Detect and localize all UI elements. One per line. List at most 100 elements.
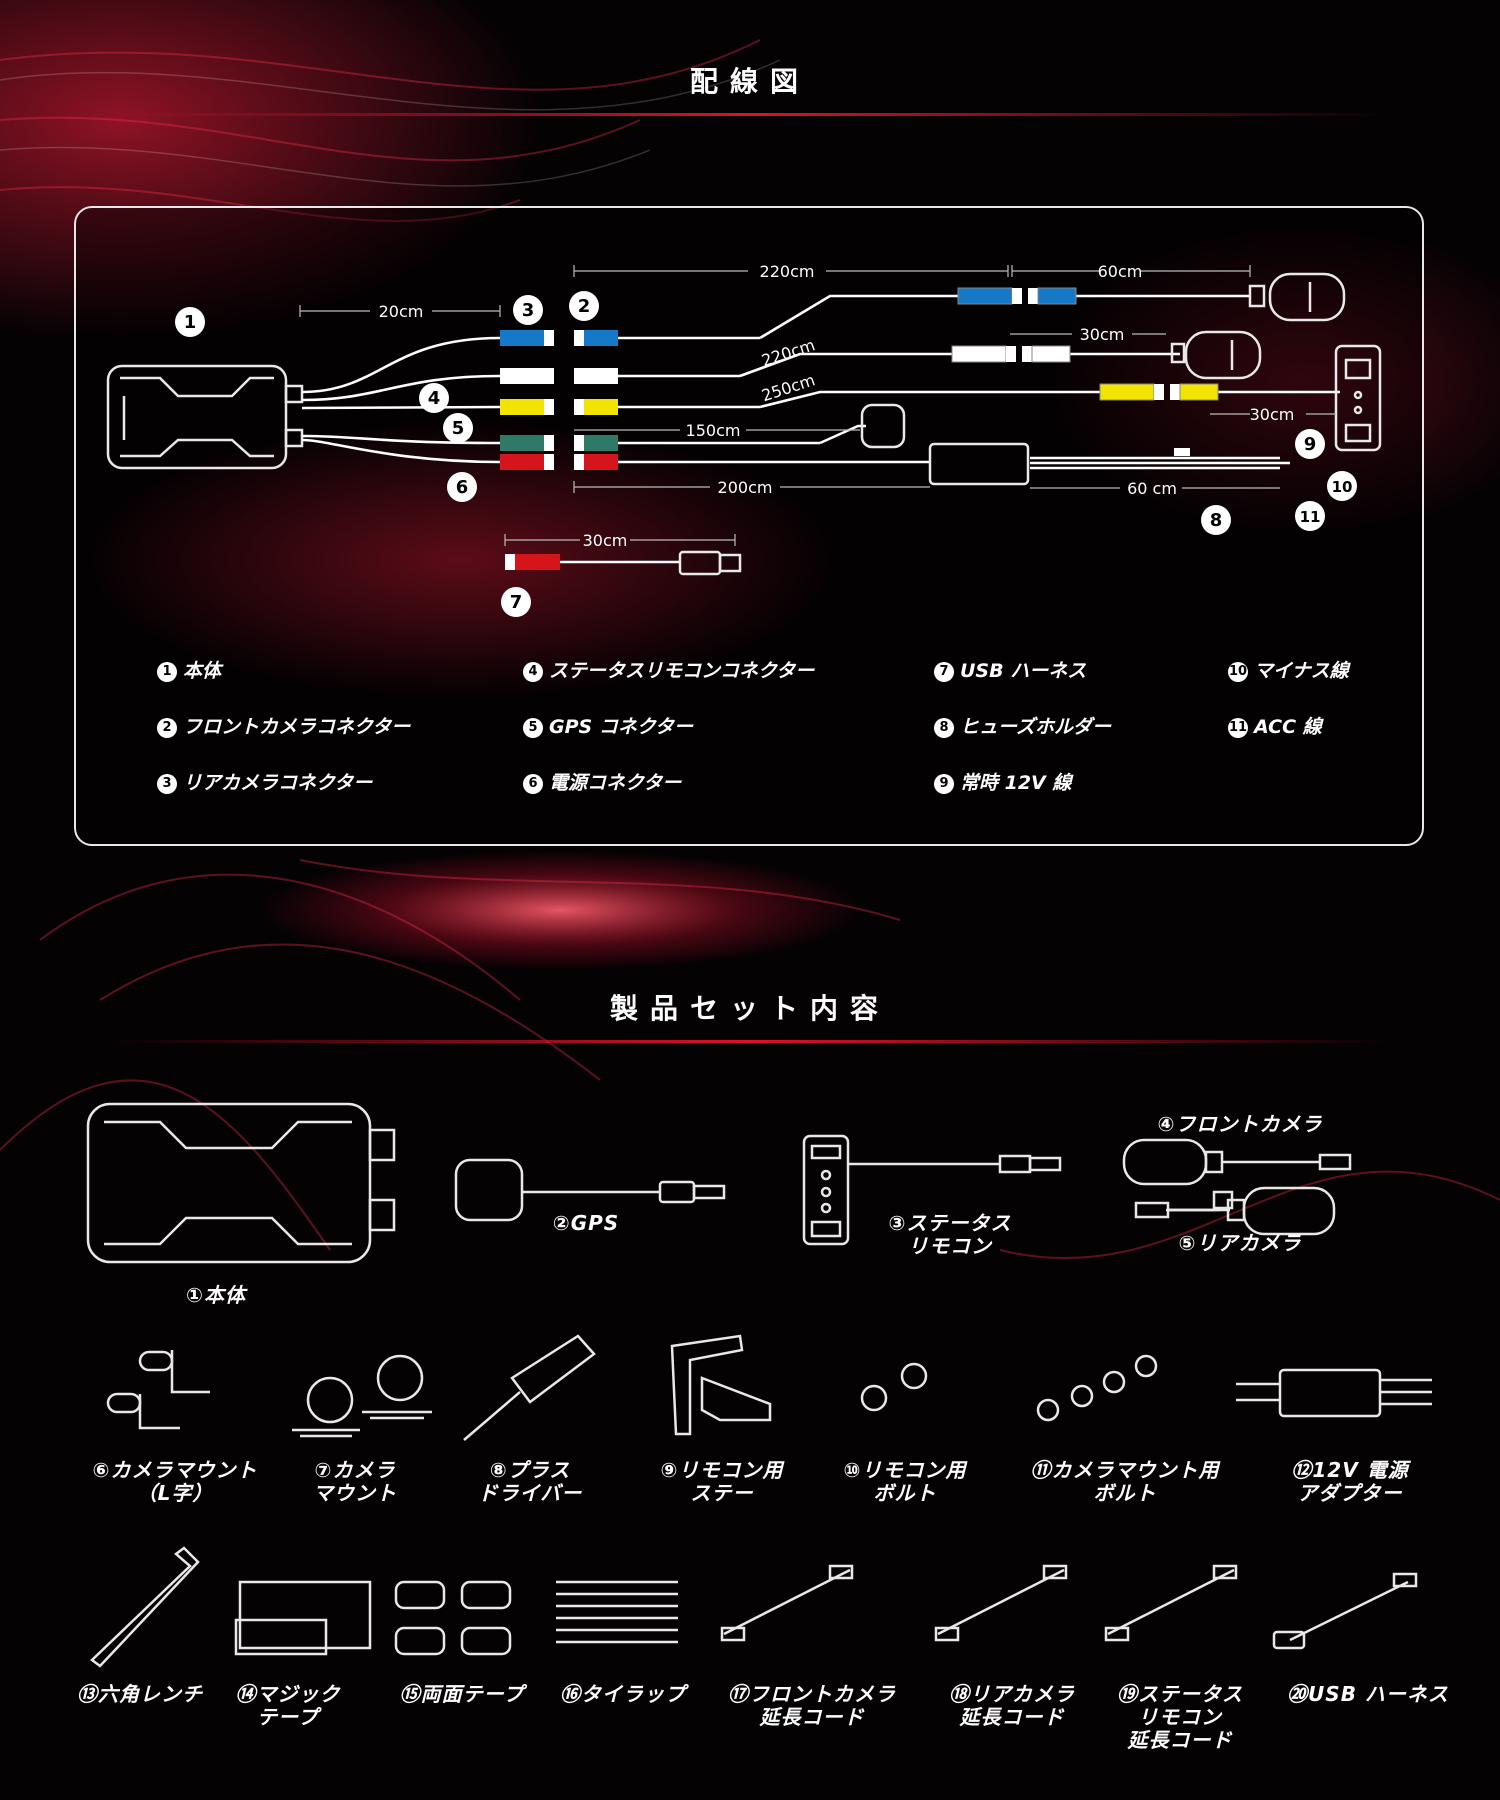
svg-text:10: 10 [1332, 478, 1353, 496]
legend-label: ヒューズホルダー [960, 716, 1112, 738]
svg-text:9: 9 [1304, 434, 1317, 455]
front-camera-extension-cord-illustration [720, 1564, 854, 1642]
legend-number-6: 6 [523, 774, 543, 794]
l-mount-illustration [106, 1350, 210, 1430]
legend-number-3: 3 [157, 774, 177, 794]
product-label-15: ⑮両面テープ [352, 1683, 572, 1706]
svg-text:1: 1 [184, 312, 197, 333]
product-label-9: ⑨リモコン用ステー [612, 1459, 832, 1505]
product-label-line: 延長コード [959, 1705, 1065, 1729]
legend-label: リアカメラコネクター [183, 772, 373, 794]
usb-harness-illustration [1272, 1572, 1418, 1650]
svg-text:8: 8 [1210, 510, 1223, 531]
product-label-line: 延長コード [759, 1705, 865, 1729]
legend-number-1: 1 [157, 662, 177, 682]
power-adapter-illustration [1236, 1368, 1432, 1418]
front-camera-illustration [1122, 1138, 1352, 1186]
product-label-13: ⑬六角レンチ [30, 1683, 250, 1706]
svg-text:5: 5 [452, 418, 465, 439]
main-unit-illustration [86, 1102, 396, 1264]
remote-bolt-illustration [860, 1362, 928, 1412]
rear-extension-connector [951, 345, 1071, 363]
rear-camera-extension-cord-illustration [934, 1564, 1068, 1642]
product-label-line: ⑫12V 電源 [1291, 1458, 1409, 1482]
product-label-17: ⑰フロントカメラ延長コード [702, 1683, 922, 1729]
product-label-line: 延長コード [1127, 1728, 1233, 1752]
product-label-line: ステー [690, 1481, 754, 1505]
product-label-line: ②GPS [552, 1211, 620, 1235]
product-label-16: ⑯タイラップ [513, 1683, 733, 1706]
marker-10: 10 [1327, 471, 1357, 501]
product-label-8: ⑧プラスドライバー [420, 1459, 640, 1505]
gps-module-icon [860, 403, 906, 449]
product-label-line: ボルト [1093, 1481, 1157, 1505]
dimension-label-body_cable: 20cm [379, 302, 424, 321]
product-label-line: ⑪カメラマウント用 [1030, 1458, 1220, 1482]
marker-3: 3 [513, 295, 543, 325]
dimension-label-power: 200cm [718, 478, 773, 497]
product-label-line: ⑭マジック [235, 1682, 341, 1706]
contents-title: 製品セット内容 [609, 992, 890, 1025]
double-sided-tape-illustration [394, 1580, 512, 1656]
fuse-box-icon [928, 442, 1030, 486]
marker-11: 11 [1295, 501, 1325, 531]
camera-mount-illustration [292, 1354, 432, 1438]
gps-illustration [454, 1158, 726, 1222]
product-label-line: ⑤リアカメラ [1178, 1231, 1302, 1255]
wiring-title: 配線図 [689, 65, 810, 98]
product-label-line: ドライバー [477, 1481, 583, 1505]
product-label-line: リモコン [1138, 1705, 1222, 1729]
status-remote-icon [1334, 344, 1382, 452]
product-label-4: ④フロントカメラ [1130, 1113, 1350, 1136]
product-label-line: リモコン [908, 1234, 992, 1258]
marker-6: 6 [447, 472, 477, 502]
product-label-line: マウント [313, 1481, 397, 1505]
legend-number-4: 4 [523, 662, 543, 682]
marker-4: 4 [419, 383, 449, 413]
legend-label: GPS コネクター [549, 716, 694, 738]
svg-text:3: 3 [522, 300, 535, 321]
product-label-line: ⑰フロントカメラ [728, 1682, 896, 1706]
legend-item-9: 9 常時 12V 線 [934, 768, 1071, 795]
marker-2: 2 [569, 291, 599, 321]
dimension-label-front_short: 60cm [1098, 262, 1143, 281]
dimension-lines [299, 265, 1336, 546]
product-label-line: ⑥カメラマウント [92, 1458, 258, 1482]
product-label-1: ①本体 [106, 1284, 326, 1307]
product-label-20: ⑳USB ハーネス [1258, 1683, 1478, 1706]
svg-text:6: 6 [456, 477, 469, 498]
legend-number-9: 9 [934, 774, 954, 794]
product-label-line: ボルト [873, 1481, 937, 1505]
legend-number-11: 11 [1228, 718, 1248, 738]
legend-number-8: 8 [934, 718, 954, 738]
product-label-19: ⑲ステータスリモコン延長コード [1070, 1683, 1290, 1752]
rear-camera-illustration [1134, 1186, 1336, 1236]
front-connector-pair [500, 330, 618, 346]
product-label-11: ⑪カメラマウント用ボルト [1015, 1459, 1235, 1505]
dimension-label-usb: 30cm [583, 531, 628, 550]
legend-label: 常時 12V 線 [960, 772, 1072, 794]
product-label-14: ⑭マジックテープ [178, 1683, 398, 1729]
product-label-line: ⑦カメラ [314, 1458, 396, 1482]
screwdriver-illustration [463, 1334, 596, 1441]
svg-text:2: 2 [578, 296, 591, 317]
legend-item-3: 3 リアカメラコネクター [157, 768, 372, 795]
product-label-line: ⑧プラス [489, 1458, 571, 1482]
product-label-line: ⑳USB ハーネス [1287, 1682, 1449, 1706]
product-label-12: ⑫12V 電源アダプター [1240, 1459, 1460, 1505]
rear-camera-icon [1170, 330, 1262, 380]
status-connector-pair [500, 399, 618, 415]
product-label-line: ⑩リモコン用 [843, 1458, 967, 1482]
product-label-line: アダプター [1297, 1481, 1403, 1505]
wiring-diagram-panel [74, 206, 1424, 846]
legend-label: フロントカメラコネクター [183, 716, 411, 738]
